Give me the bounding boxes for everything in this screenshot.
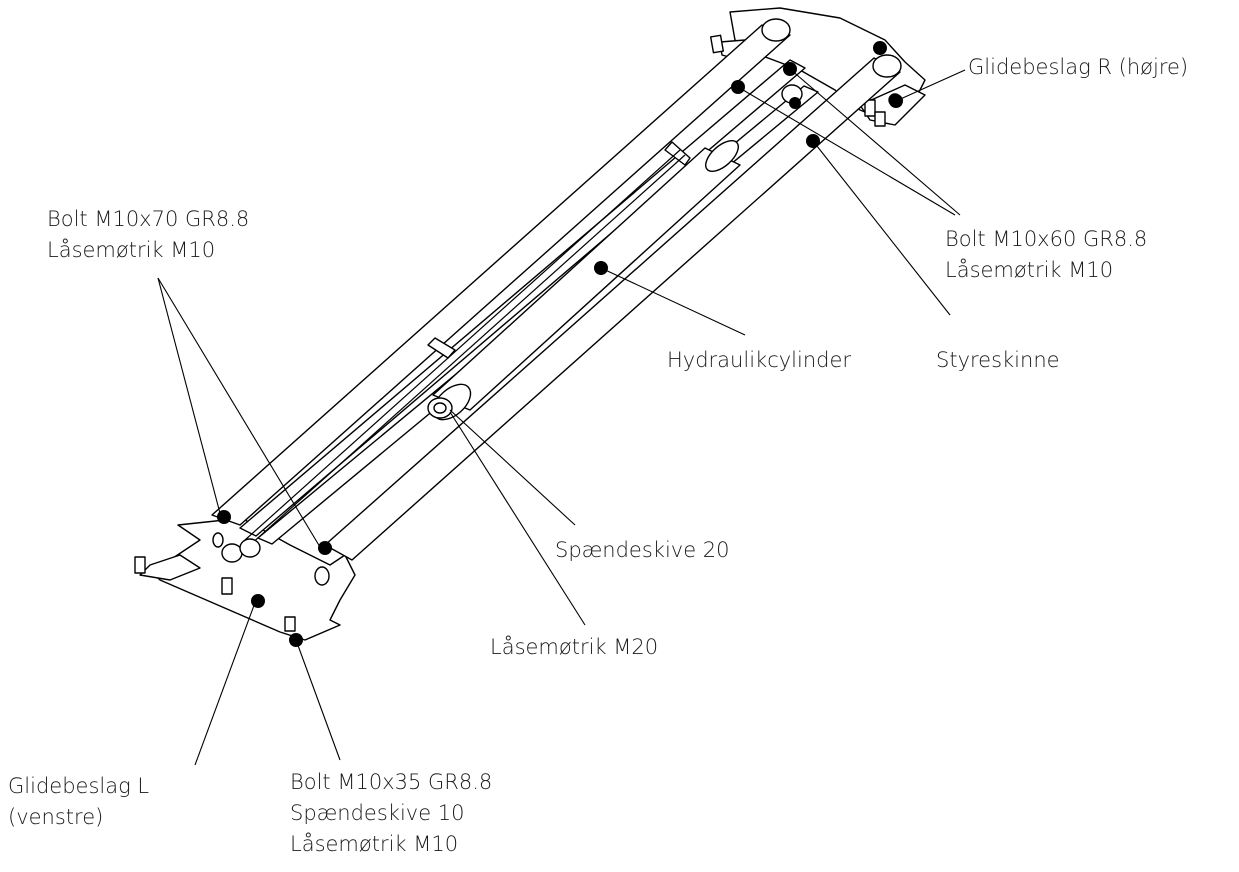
label-glidebeslag-r: Glidebeslag R (højre): [968, 55, 1189, 79]
label-laasemoetrik-m20: Låsemøtrik M20: [490, 635, 659, 659]
label-bolt-m10x35: Bolt M10x35 GR8.8 Spændeskive 10 Låsemøt…: [290, 770, 493, 856]
hose-line: [244, 149, 686, 546]
label-bolt-m10x60: Bolt M10x60 GR8.8 Låsemøtrik M10: [945, 227, 1148, 282]
label-hydraulikcylinder: Hydraulikcylinder: [667, 348, 852, 372]
left-slide-bracket: [134, 519, 356, 641]
label-styreskinne: Styreskinne: [936, 348, 1060, 372]
leader-lines: [157, 68, 966, 766]
label-glidebeslag-l: Glidebeslag L (venstre): [8, 774, 150, 829]
fittings: [221, 397, 453, 563]
label-bolt-m10x70: Bolt M10x70 GR8.8 Låsemøtrik M10: [47, 207, 250, 262]
hydraulic-cylinder: [427, 139, 741, 421]
callout-dots: [217, 41, 903, 647]
label-spaendeskive-20: Spændeskive 20: [555, 538, 730, 562]
